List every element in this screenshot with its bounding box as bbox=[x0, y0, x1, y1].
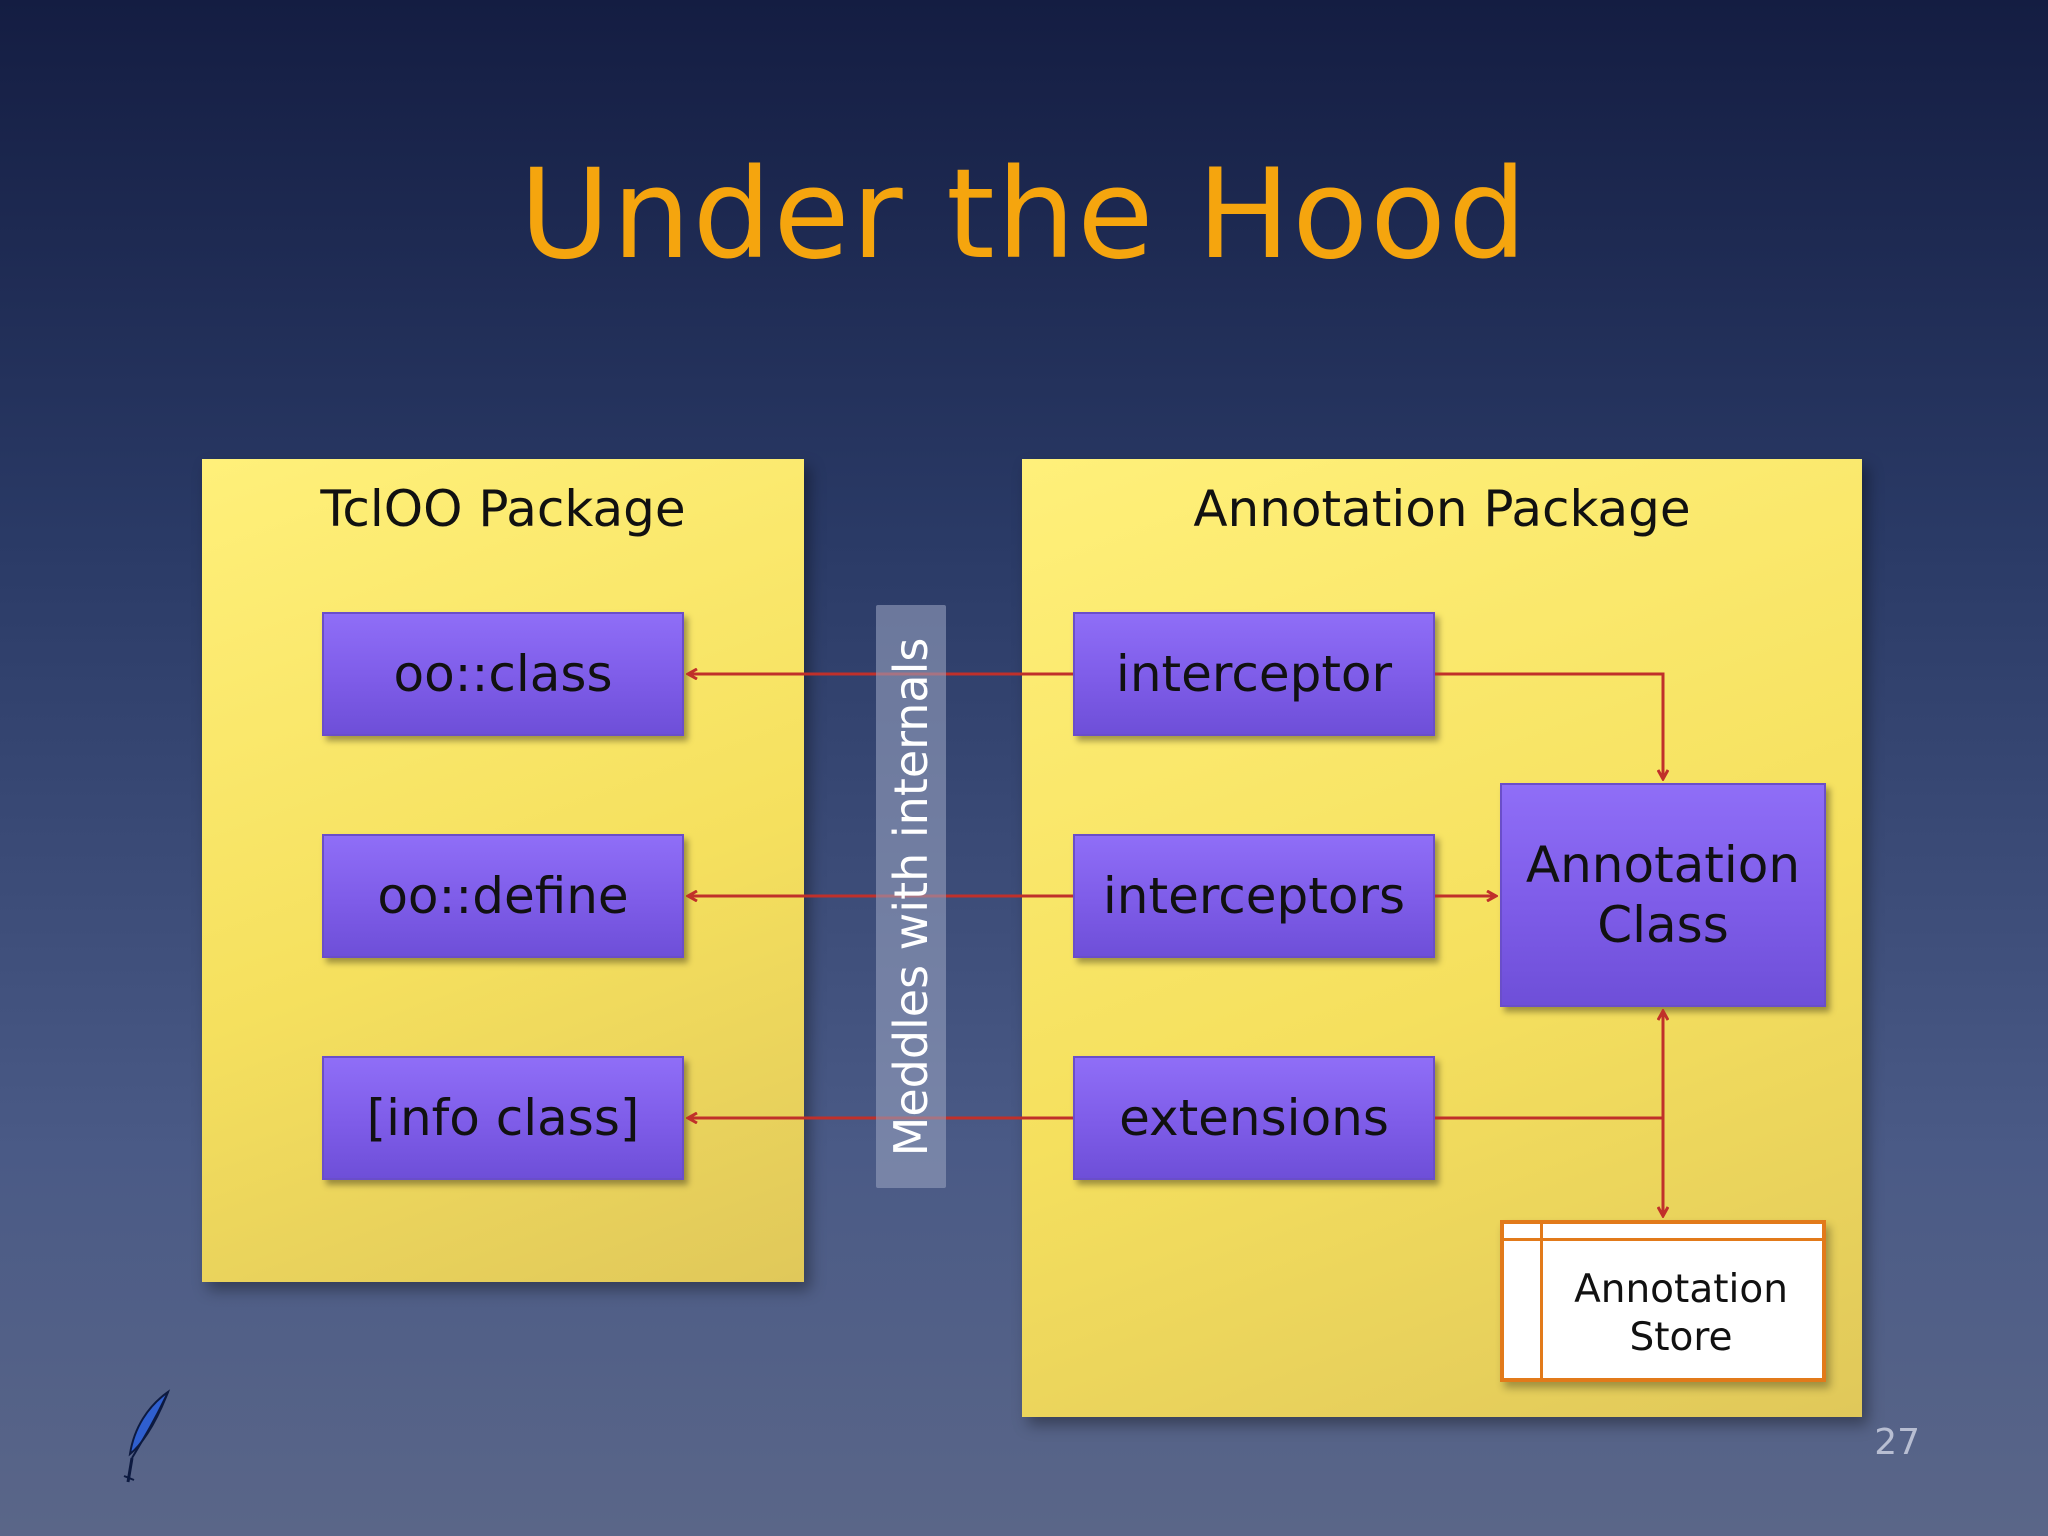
meddles-with-internals-banner: Meddles with internals bbox=[876, 605, 946, 1188]
feather-icon bbox=[123, 1389, 171, 1483]
annotation-class-label-line2: Class bbox=[1597, 896, 1729, 954]
info-class-label: [info class] bbox=[366, 1089, 640, 1147]
annotation-class-label-line1: Annotation bbox=[1525, 836, 1801, 894]
annotation-class-box: Annotation Class bbox=[1500, 783, 1826, 1007]
tcloo-package-title: TclOO Package bbox=[320, 480, 686, 538]
store-top-divider bbox=[1504, 1238, 1822, 1241]
meddles-with-internals-label: Meddles with internals bbox=[884, 637, 938, 1156]
extensions-label: extensions bbox=[1119, 1089, 1389, 1147]
interceptors-label: interceptors bbox=[1102, 867, 1406, 925]
interceptors-box: interceptors bbox=[1073, 834, 1435, 958]
arrow-interceptor-to-annotation-class bbox=[1435, 672, 1663, 779]
oo-class-box: oo::class bbox=[322, 612, 684, 736]
oo-define-label: oo::define bbox=[377, 867, 629, 925]
slide-title: Under the Hood bbox=[519, 143, 1529, 287]
store-side-divider bbox=[1540, 1224, 1543, 1378]
info-class-box: [info class] bbox=[322, 1056, 684, 1180]
annotation-store-label-line1: Annotation bbox=[1574, 1267, 1788, 1312]
oo-class-label: oo::class bbox=[393, 645, 613, 703]
extensions-box: extensions bbox=[1073, 1056, 1435, 1180]
interceptor-label: interceptor bbox=[1115, 645, 1393, 703]
annotation-store-label-line2: Store bbox=[1629, 1315, 1733, 1360]
annotation-package-title: Annotation Package bbox=[1193, 480, 1691, 538]
page-number: 27 bbox=[1874, 1422, 1920, 1463]
annotation-store-label: Annotation Store bbox=[1540, 1266, 1822, 1362]
oo-define-box: oo::define bbox=[322, 834, 684, 958]
interceptor-box: interceptor bbox=[1073, 612, 1435, 736]
annotation-store: Annotation Store bbox=[1500, 1220, 1826, 1382]
